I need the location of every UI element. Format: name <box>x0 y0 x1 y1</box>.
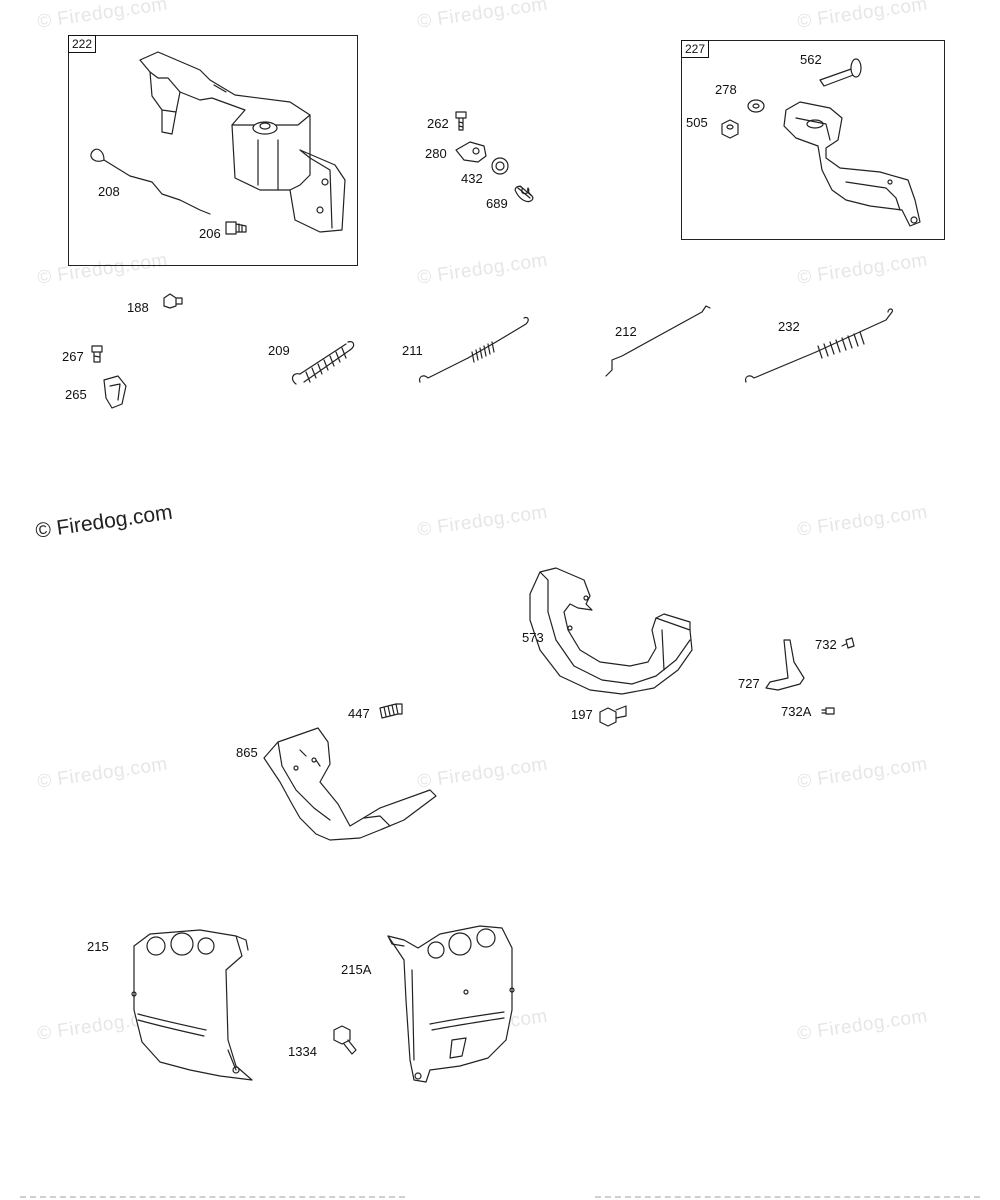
ref-447: 447 <box>348 706 370 721</box>
spring-209 <box>291 341 355 385</box>
spring-211 <box>419 316 529 383</box>
ref-212: 212 <box>615 324 637 339</box>
ref-232: 232 <box>778 319 800 334</box>
screw-732a <box>821 707 835 715</box>
control-bracket-drawing <box>139 51 346 233</box>
ref-267: 267 <box>62 349 84 364</box>
ref-211: 211 <box>402 343 423 358</box>
assembly-box-227 <box>681 40 945 240</box>
nut-505 <box>721 119 739 139</box>
ref-1334: 1334 <box>288 1044 317 1059</box>
clip-265 <box>103 375 127 409</box>
shield-573 <box>529 567 693 695</box>
ref-262: 262 <box>427 116 449 131</box>
ref-209: 209 <box>268 343 290 358</box>
rod-212 <box>605 305 711 377</box>
lever-280 <box>455 141 487 163</box>
ref-278: 278 <box>715 82 737 97</box>
washer-278 <box>747 99 765 113</box>
ref-265: 265 <box>65 387 87 402</box>
panel-215a <box>387 925 515 1083</box>
assembly-box-222 <box>68 35 358 266</box>
screw-732 <box>841 637 855 649</box>
screw-188 <box>163 293 183 309</box>
spring-689 <box>514 185 534 203</box>
ref-732a: 732A <box>781 704 812 719</box>
ref-208: 208 <box>98 184 120 199</box>
ref-215: 215 <box>87 939 109 954</box>
assembly-label-222: 222 <box>68 35 97 53</box>
screw-197 <box>599 705 627 727</box>
governor-link-208 <box>90 148 211 215</box>
screw-262 <box>455 111 467 131</box>
ref-732: 732 <box>815 637 837 652</box>
clip-727 <box>765 639 805 691</box>
assembly-label-227: 227 <box>681 40 710 58</box>
ref-689: 689 <box>486 196 508 211</box>
ref-432: 432 <box>461 171 483 186</box>
screw-447 <box>379 703 403 719</box>
page-bottom-rule-right <box>595 1196 980 1198</box>
screw-1334 <box>333 1025 357 1055</box>
ref-562: 562 <box>800 52 822 67</box>
page-bottom-rule-left <box>20 1196 405 1198</box>
ref-280: 280 <box>425 146 447 161</box>
ref-865: 865 <box>236 745 258 760</box>
bracket-227-drawing <box>783 101 921 227</box>
ref-197: 197 <box>571 707 593 722</box>
ref-215a: 215A <box>341 962 372 977</box>
ref-505: 505 <box>686 115 708 130</box>
ref-206: 206 <box>199 226 221 241</box>
bushing-432 <box>491 157 509 175</box>
screw-206 <box>225 221 247 235</box>
panel-215 <box>131 929 253 1081</box>
bracket-865 <box>263 727 437 841</box>
spring-232 <box>745 308 893 383</box>
ref-727: 727 <box>738 676 760 691</box>
bolt-562 <box>819 58 862 87</box>
screw-267 <box>91 345 103 363</box>
ref-573: 573 <box>522 630 544 645</box>
ref-188: 188 <box>127 300 149 315</box>
